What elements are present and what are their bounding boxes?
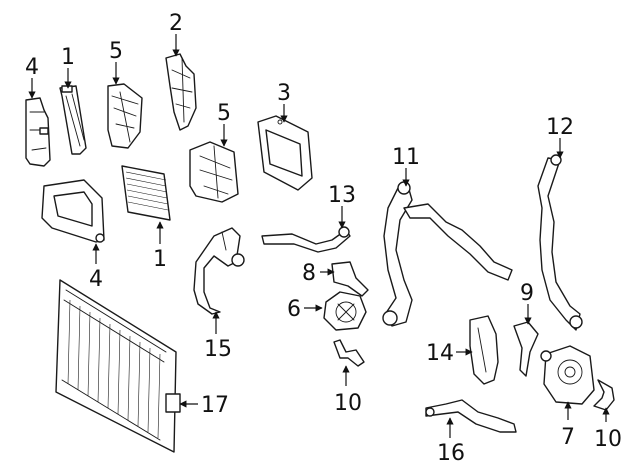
callout-16: 16 (437, 441, 465, 466)
callout-3: 3 (277, 81, 291, 106)
callout-1a: 1 (61, 45, 75, 70)
callout-11: 11 (392, 145, 420, 170)
callout-4a: 4 (25, 55, 39, 80)
part-9-bracket (513, 321, 539, 377)
callout-5a: 5 (109, 39, 123, 64)
part-4-shroud-middle (41, 179, 105, 243)
part-6-pump (323, 291, 367, 331)
part-15-hose (193, 227, 245, 315)
callout-8: 8 (302, 261, 316, 286)
part-10-clip-right (593, 379, 615, 411)
leader-lines (28, 34, 610, 438)
callout-1b: 1 (153, 247, 167, 272)
part-10-clip-middle (333, 339, 365, 367)
part-3-frame (257, 115, 313, 191)
callout-labels: 4 1 5 2 3 5 11 12 13 1 4 8 6 15 9 14 10 … (25, 11, 622, 466)
callout-7: 7 (561, 425, 575, 450)
callout-6: 6 (287, 297, 301, 322)
part-16-hose (425, 399, 517, 433)
callout-14: 14 (426, 341, 454, 366)
part-1-panel-left (59, 85, 87, 155)
callout-5b: 5 (217, 101, 231, 126)
callout-2: 2 (169, 11, 183, 36)
part-11-hose (382, 181, 513, 327)
part-2-bracket (165, 53, 197, 131)
part-17-radiator (55, 279, 181, 453)
part-5-duct-middle (189, 141, 239, 203)
part-4-bracket-left (25, 97, 51, 167)
callout-9: 9 (520, 281, 534, 306)
callout-17: 17 (201, 393, 229, 418)
part-12-hose (537, 154, 583, 331)
part-13-hose (261, 226, 351, 253)
callout-13: 13 (328, 183, 356, 208)
callout-10a: 10 (334, 391, 362, 416)
part-5-duct-top (107, 83, 143, 149)
part-1-panel-middle (121, 165, 171, 221)
callout-12: 12 (546, 115, 574, 140)
callout-15: 15 (204, 337, 232, 362)
callout-10b: 10 (594, 427, 622, 452)
callout-4b: 4 (89, 267, 103, 292)
part-14-hose (469, 315, 499, 385)
part-8-bracket (331, 261, 369, 297)
part-7-pump (540, 345, 595, 405)
